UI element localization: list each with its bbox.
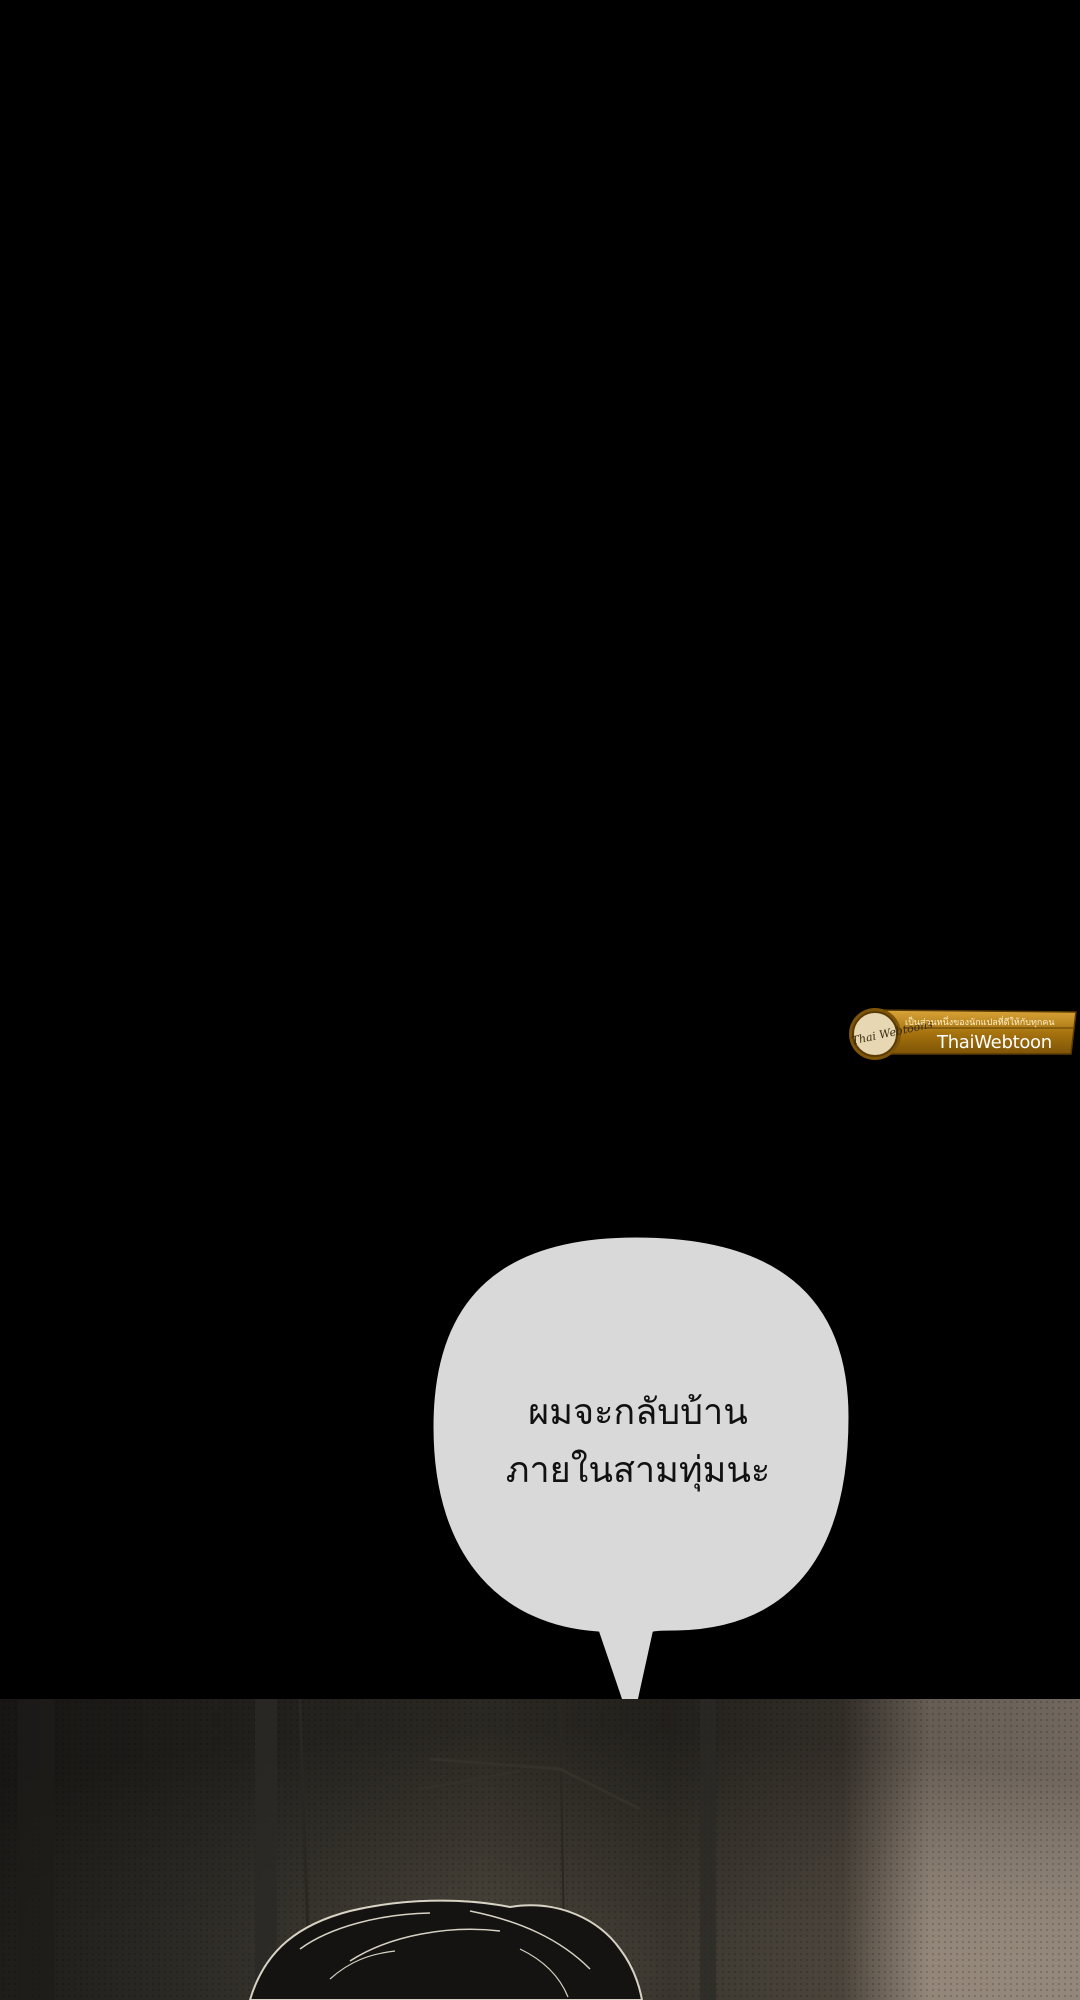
bubble-line-2: ภายในสามทุ่มนะ [505, 1450, 771, 1491]
watermark-tagline: เป็นส่วนหนึ่งของนักแปลที่ดีให้กับทุกคน [905, 1018, 1055, 1028]
thaiwebtoon-watermark: Thai Webtoons เป็นส่วนหนึ่งของนักแปลที่ด… [833, 1004, 1078, 1064]
watermark-brand: ThaiWebtoon [937, 1032, 1052, 1053]
bubble-line-1: ผมจะกลับบ้าน [528, 1392, 748, 1433]
speech-bubble: ผมจะกลับบ้าน ภายในสามทุ่มนะ [426, 1232, 856, 1742]
bubble-text: ผมจะกลับบ้าน ภายในสามทุ่มนะ [426, 1384, 850, 1500]
comic-panel-scene [0, 1699, 1080, 2000]
scene-illustration [0, 1699, 1080, 2000]
watermark-banner-shape [849, 1008, 1077, 1060]
speech-bubble-shape [430, 1234, 852, 1739]
